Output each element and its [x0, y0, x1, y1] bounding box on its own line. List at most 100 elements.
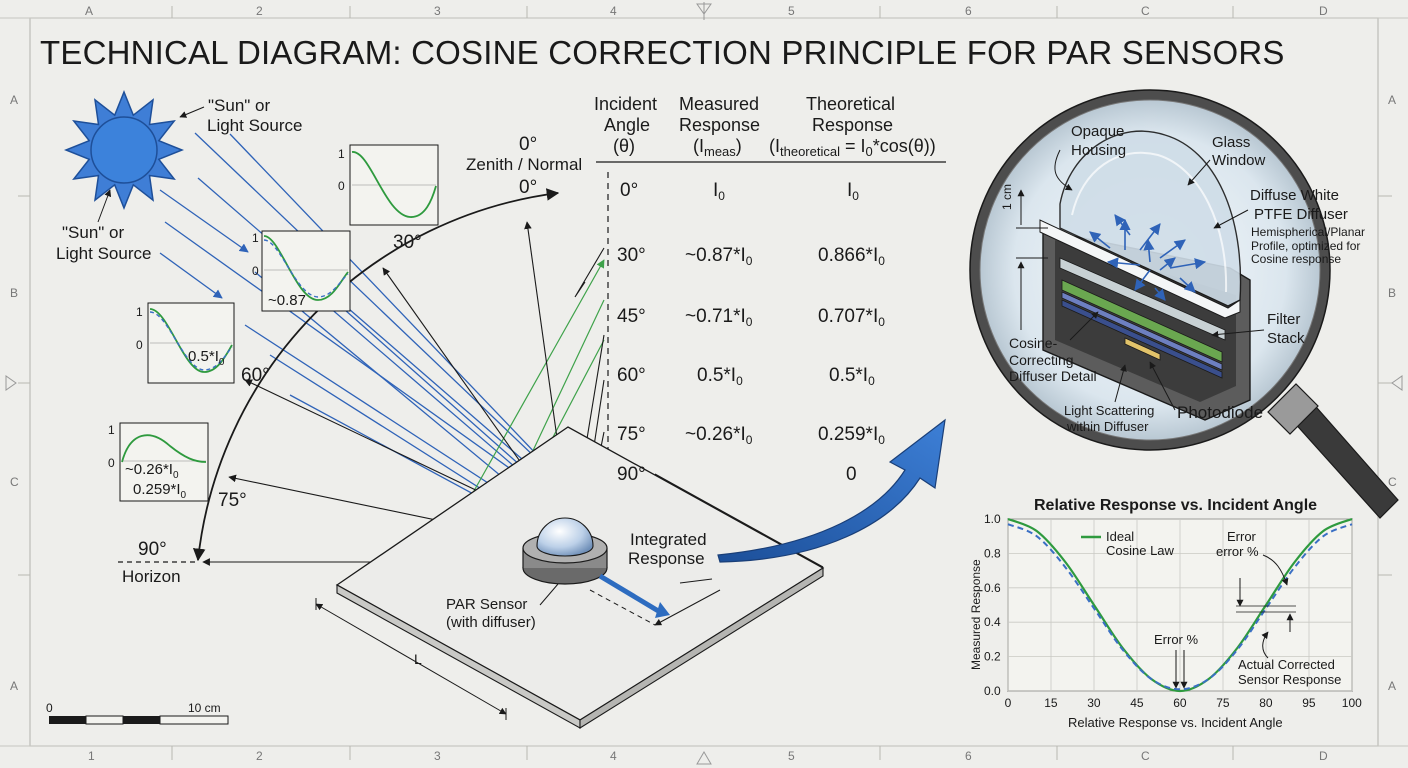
chart-y-label: Measured Response	[969, 559, 983, 670]
chart-grid	[1007, 518, 1353, 692]
table-row: 75° ~0.26*I0 0.259*I0	[617, 424, 885, 447]
chart-series	[1007, 517, 1353, 693]
frame-mark-bottom-3: 3	[434, 749, 441, 763]
annotation-error-1: Error	[1227, 529, 1257, 544]
detail-arrow	[717, 418, 946, 563]
chart-y-tick: 1.0	[984, 512, 1001, 526]
chart-y-tick: 0.8	[984, 546, 1001, 560]
chart-y-tick: 0.6	[984, 581, 1001, 595]
ptfe-label-1: Diffuse White	[1250, 187, 1339, 204]
chart-y-tick: 0.0	[984, 684, 1001, 698]
photodiode-label: Photodiode	[1177, 403, 1263, 422]
row-5-theoretical: 0	[846, 464, 857, 485]
inset-60deg-zero: 0	[136, 338, 143, 352]
row-1-measured: ~0.87*I0	[685, 245, 753, 268]
filter-stack-label-2: Stack	[1267, 330, 1305, 347]
frame-mark-left-4: A	[10, 679, 18, 693]
table-col3-line3: (Itheoretical = I0*cos(θ))	[769, 136, 936, 159]
diagram-title: TECHNICAL DIAGRAM: COSINE CORRECTION PRI…	[40, 34, 1285, 71]
frame-mark-left-1: A	[10, 93, 18, 107]
inset-30deg-zero: 0	[252, 264, 259, 278]
inset-60deg-value: 0.5*I0	[188, 348, 225, 368]
chart-title: Relative Response vs. Incident Angle	[1034, 497, 1317, 514]
frame-mark-right-4: A	[1388, 679, 1396, 693]
frame-mark-bottom-5: 5	[788, 749, 795, 763]
chart-x-tick: 80	[1259, 696, 1273, 710]
inset-0deg: 1 0	[338, 144, 439, 226]
row-5-angle: 90°	[617, 464, 646, 485]
row-4-angle: 75°	[617, 424, 646, 445]
table-col1-line2: Angle	[604, 115, 650, 135]
inset-0deg-one: 1	[338, 147, 345, 161]
par-sensor-label-2: (with diffuser)	[446, 614, 536, 631]
cosine-detail-label-3: Diffuser Detail	[1009, 368, 1097, 384]
frame-mark-top-1: A	[85, 4, 93, 18]
par-sensor-label-1: PAR Sensor	[446, 596, 527, 613]
cosine-detail-label-1: Cosine-	[1009, 335, 1058, 351]
inset-60deg: 1 0 0.5*I0	[136, 302, 235, 384]
chart-x-tick: 95	[1302, 696, 1316, 710]
arc-60-label: 60°	[241, 365, 270, 386]
row-2-angle: 45°	[617, 306, 646, 327]
row-3-measured: 0.5*I0	[697, 365, 743, 388]
row-4-theoretical: 0.259*I0	[818, 424, 885, 447]
chart-series-line-1	[1007, 523, 1353, 691]
profile-label-1: Hemispherical/Planar	[1251, 225, 1365, 239]
table-col3-line1: Theoretical	[806, 94, 895, 114]
sensor-cross-section: 1 cm	[1000, 130, 1251, 421]
row-1-angle: 30°	[617, 245, 646, 266]
row-1-theoretical: 0.866*I0	[818, 245, 885, 268]
chart-y-tick: 0.4	[984, 615, 1001, 629]
row-0-angle: 0°	[620, 180, 638, 201]
cosine-detail-label-2: Correcting	[1009, 352, 1074, 368]
legend-label-1: Ideal	[1106, 529, 1134, 544]
frame-mark-top-7: C	[1141, 4, 1150, 18]
angle-table: Incident Angle (θ) Measured Response (Im…	[594, 94, 946, 485]
filter-stack-label-1: Filter	[1267, 311, 1300, 328]
table-col2-line3: (Imeas)	[693, 136, 742, 159]
row-3-theoretical: 0.5*I0	[829, 365, 875, 388]
frame-mark-left-2: B	[10, 286, 18, 300]
zenith-angle: 0°	[519, 134, 537, 155]
inset-30deg-one: 1	[252, 231, 259, 245]
frame-mark-bottom-6: 6	[965, 749, 972, 763]
chart-x-tick: 0	[1005, 696, 1012, 710]
table-col1-line3: (θ)	[613, 136, 635, 156]
table-col2-line1: Measured	[679, 94, 759, 114]
profile-label-3: Cosine response	[1251, 252, 1341, 266]
chart-x-tick: 30	[1087, 696, 1101, 710]
annotation-actual-1: Actual Corrected	[1238, 657, 1335, 672]
row-0-measured: I0	[713, 180, 725, 203]
chart-x-tick: 45	[1130, 696, 1144, 710]
arc-75-label: 75°	[218, 490, 247, 511]
arc-zero-label: 0°	[519, 177, 537, 198]
inset-75deg-zero: 0	[108, 456, 115, 470]
frame-mark-right-2: B	[1388, 286, 1396, 300]
frame-mark-right-3: C	[1388, 475, 1397, 489]
glass-window-label-2: Window	[1212, 152, 1266, 169]
inset-75deg-value-1: ~0.26*I0	[125, 461, 179, 481]
annotation-error-bottom: Error %	[1154, 632, 1199, 647]
annotation-actual-2: Sensor Response	[1238, 672, 1341, 687]
dimension-1cm: 1 cm	[1000, 184, 1014, 210]
frame-mark-bottom-8: D	[1319, 749, 1328, 763]
frame-mark-bottom-7: C	[1141, 749, 1150, 763]
frame-mark-top-6: 6	[965, 4, 972, 18]
inset-75deg-one: 1	[108, 423, 115, 437]
sun-label-bottom-1: "Sun" or	[62, 223, 124, 242]
frame-mark-bottom-4: 4	[610, 749, 617, 763]
inset-30deg: 1 0 ~0.87	[252, 230, 351, 312]
sun-label-bottom-2: Light Source	[56, 244, 151, 263]
annotation-error-2: error %	[1216, 544, 1259, 559]
opaque-housing-label-2: Housing	[1071, 142, 1126, 159]
par-sensor	[522, 517, 670, 618]
integrated-label-1: Integrated	[630, 530, 707, 549]
scattering-label-2: within Diffuser	[1066, 419, 1149, 434]
row-2-theoretical: 0.707*I0	[818, 306, 885, 329]
table-row: 60° 0.5*I0 0.5*I0	[617, 365, 875, 388]
integrated-label-2: Response	[628, 549, 705, 568]
zenith-label: Zenith / Normal	[466, 155, 582, 174]
scale-bar: 0 10 cm	[46, 701, 229, 725]
